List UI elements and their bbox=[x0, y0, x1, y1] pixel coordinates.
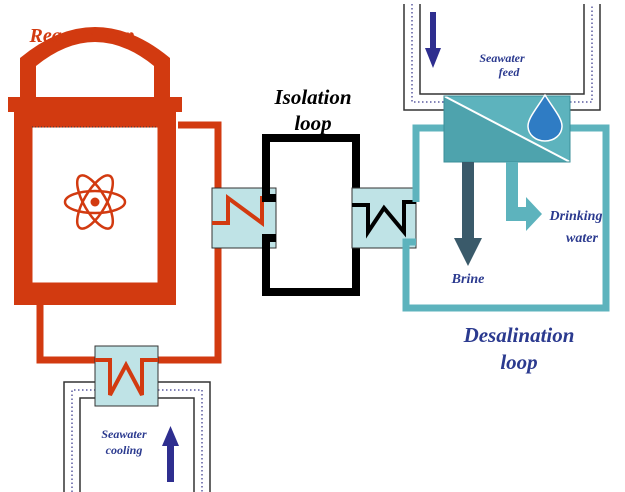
brine-label: Brine bbox=[451, 272, 485, 287]
drinking-water-label-line2: water bbox=[566, 231, 598, 246]
seawater-feed-arrow bbox=[425, 12, 441, 68]
drinking-water-label-line1: Drinking bbox=[549, 209, 603, 224]
brine-arrow bbox=[454, 162, 482, 266]
isolation-loop-piping bbox=[262, 134, 360, 296]
desalination-loop-label-line1: Desalination bbox=[463, 323, 575, 347]
seawater-feed-label-line2: feed bbox=[499, 65, 521, 79]
atom-icon bbox=[63, 174, 127, 230]
seawater-feed-label-line1: Seawater bbox=[479, 51, 525, 65]
reactor-loop-label: Reactor loop bbox=[29, 25, 135, 47]
drinking-water-arrow bbox=[506, 162, 542, 231]
seawater-cooling-label-line1: Seawater bbox=[101, 427, 147, 441]
desalination-loop-piping bbox=[402, 124, 610, 312]
heat-exchanger-cooling bbox=[94, 345, 159, 407]
reactor-vessel bbox=[8, 27, 182, 305]
isolation-loop-label-line1: Isolation bbox=[273, 85, 351, 109]
seawater-cooling-label-line2: cooling bbox=[106, 443, 143, 457]
desalination-loop-label-line2: loop bbox=[500, 350, 537, 374]
isolation-loop-label-line2: loop bbox=[294, 111, 331, 135]
heat-exchanger-isolation-desalination bbox=[351, 187, 417, 249]
desalination-unit bbox=[443, 95, 571, 163]
seawater-cooling-arrow bbox=[162, 426, 179, 482]
water-droplet-icon bbox=[527, 93, 563, 142]
